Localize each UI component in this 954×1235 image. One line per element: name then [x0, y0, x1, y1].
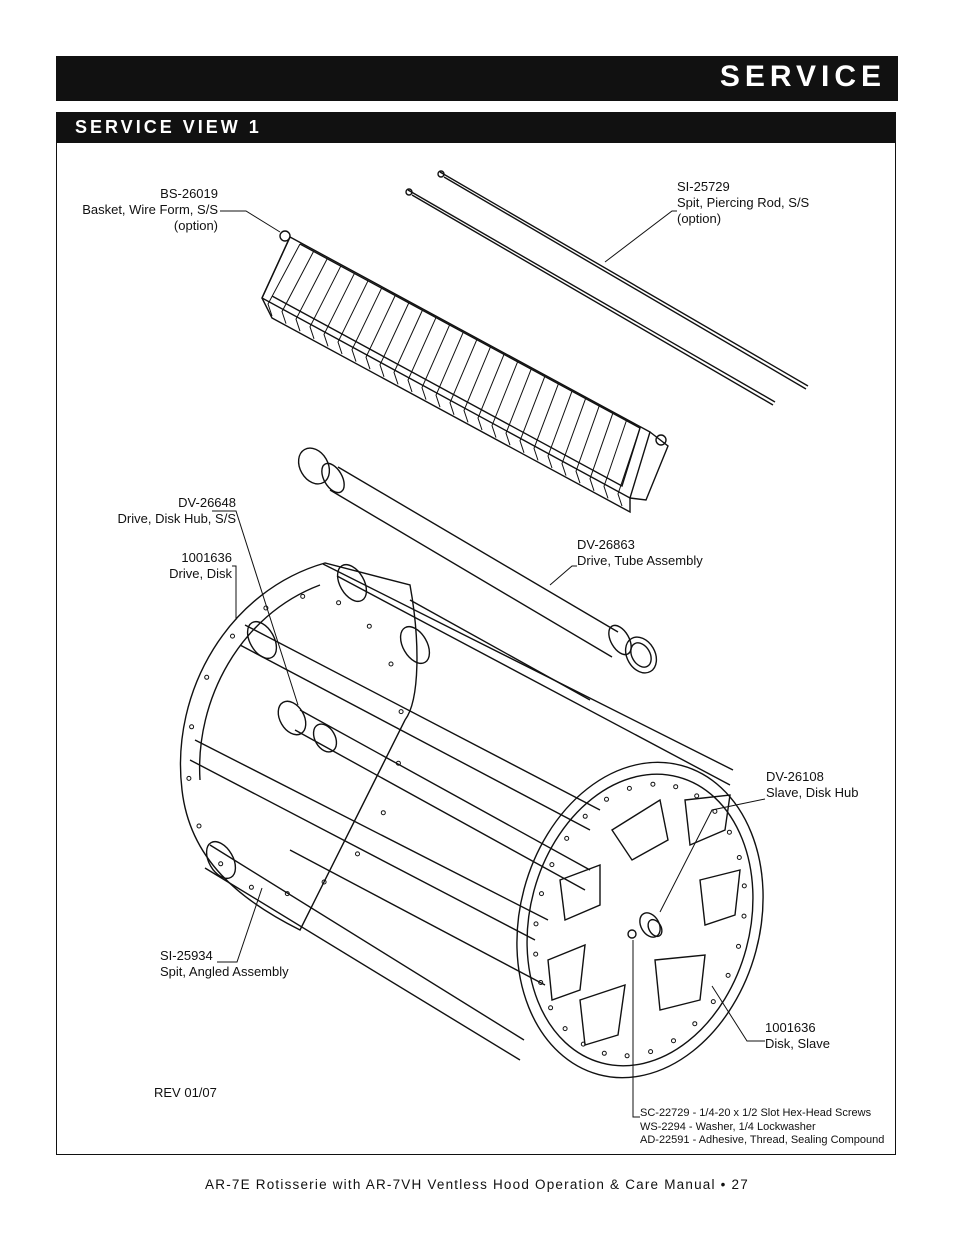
bolt-hole — [189, 724, 195, 730]
bolt-hole — [604, 796, 609, 802]
basket-wire — [295, 258, 328, 332]
page-title: SERVICE — [719, 60, 886, 93]
diagram-frame: SERVICE VIEW 1 — [56, 112, 896, 1155]
section-bar: SERVICE VIEW 1 — [57, 113, 895, 143]
bolt-hole — [564, 835, 570, 841]
bolt-hole — [741, 913, 747, 919]
disk-bolt-holes — [186, 593, 747, 1059]
bolt-hole — [539, 891, 544, 897]
label-slave-hub: DV-26108 Slave, Disk Hub — [766, 769, 859, 800]
bolt-hole — [736, 855, 742, 860]
bolt-hole — [741, 883, 747, 889]
basket-wire — [407, 317, 437, 393]
bolt-hole — [548, 1005, 554, 1011]
basket-wire — [575, 405, 600, 484]
bolt-hole — [692, 1021, 698, 1027]
basket-wire — [491, 361, 519, 438]
bolt-hole — [624, 1053, 630, 1059]
rotisserie-cage-drawing — [179, 562, 764, 1079]
bolt-hole — [549, 862, 555, 868]
piercing-rod-drawing — [405, 170, 809, 406]
bolt-hole — [673, 784, 679, 790]
basket-wire — [519, 376, 546, 453]
bolt-hole — [204, 674, 210, 680]
revision-label: REV 01/07 — [154, 1085, 217, 1100]
bolt-hole — [736, 943, 741, 949]
label-hardware: SC-22729 - 1/4-20 x 1/2 Slot Hex-Head Sc… — [640, 1107, 885, 1146]
basket-wire — [309, 265, 342, 339]
bolt-hole — [321, 879, 327, 885]
basket-wires — [267, 243, 641, 507]
label-spit-angled: SI-25934 Spit, Angled Assembly — [160, 948, 289, 979]
basket-wire — [379, 302, 410, 377]
basket-wire — [281, 251, 315, 324]
basket-wire — [267, 243, 301, 317]
basket-wire — [337, 280, 369, 355]
bolt-hole — [336, 600, 342, 606]
header-bar: SERVICE — [56, 56, 898, 101]
basket-wire — [547, 391, 573, 469]
basket-wire — [365, 295, 396, 370]
label-spit-rod: SI-25729 Spit, Piercing Rod, S/S (option… — [677, 179, 810, 226]
basket-wire — [351, 287, 383, 362]
label-disk-slave: 1001636 Disk, Slave — [765, 1020, 831, 1051]
bolt-hole — [284, 891, 290, 897]
basket-wire — [533, 383, 559, 461]
bolt-hole — [395, 760, 401, 766]
basket-wire — [477, 354, 505, 431]
bolt-hole — [388, 661, 394, 667]
basket-wire — [435, 332, 464, 408]
bolt-hole — [710, 999, 716, 1005]
basket-wire — [505, 368, 532, 446]
bolt-hole — [380, 810, 386, 816]
bolt-hole — [230, 633, 235, 639]
bolt-hole — [533, 951, 539, 957]
drive-tube-drawing — [297, 447, 658, 674]
bolt-hole — [580, 1041, 586, 1047]
wire-basket-drawing — [261, 230, 669, 514]
bolt-hole — [186, 775, 192, 781]
bolt-hole — [562, 1026, 568, 1032]
basket-wire — [603, 420, 627, 499]
basket-wire — [617, 427, 641, 507]
bolt-hole — [538, 980, 544, 985]
bolt-hole — [366, 623, 372, 629]
basket-wire — [449, 339, 478, 415]
bolt-hole — [601, 1050, 607, 1056]
page-footer: AR-7E Rotisserie with AR-7VH Ventless Ho… — [205, 1177, 749, 1192]
bolt-hole — [582, 813, 588, 819]
bolt-hole — [300, 593, 306, 599]
bolt-hole — [533, 921, 539, 927]
bolt-hole — [726, 829, 732, 835]
leader-lines — [212, 210, 766, 1118]
bolt-hole — [398, 709, 404, 715]
basket-wire — [323, 273, 355, 347]
bolt-hole — [355, 851, 360, 857]
bolt-hole — [725, 972, 731, 978]
section-title: SERVICE VIEW 1 — [75, 117, 262, 137]
label-disk-hub: DV-26648 Drive, Disk Hub, S/S — [117, 495, 236, 526]
bolt-hole — [650, 781, 656, 787]
bolt-hole — [248, 884, 254, 890]
bolt-hole — [671, 1038, 676, 1044]
bolt-hole — [694, 793, 700, 799]
basket-wire — [561, 398, 587, 476]
label-tube-assembly: DV-26863 Drive, Tube Assembly — [577, 537, 703, 568]
basket-wire — [463, 346, 491, 423]
label-drive-disk: 1001636 Drive, Disk — [169, 550, 232, 581]
label-basket: BS-26019 Basket, Wire Form, S/S (option) — [82, 186, 218, 233]
bolt-hole — [648, 1049, 654, 1055]
basket-wire — [393, 310, 423, 385]
bolt-hole — [626, 785, 632, 791]
basket-wire — [589, 413, 614, 491]
basket-wire — [421, 324, 451, 400]
bolt-hole — [196, 823, 202, 829]
bolt-hole — [218, 861, 224, 867]
